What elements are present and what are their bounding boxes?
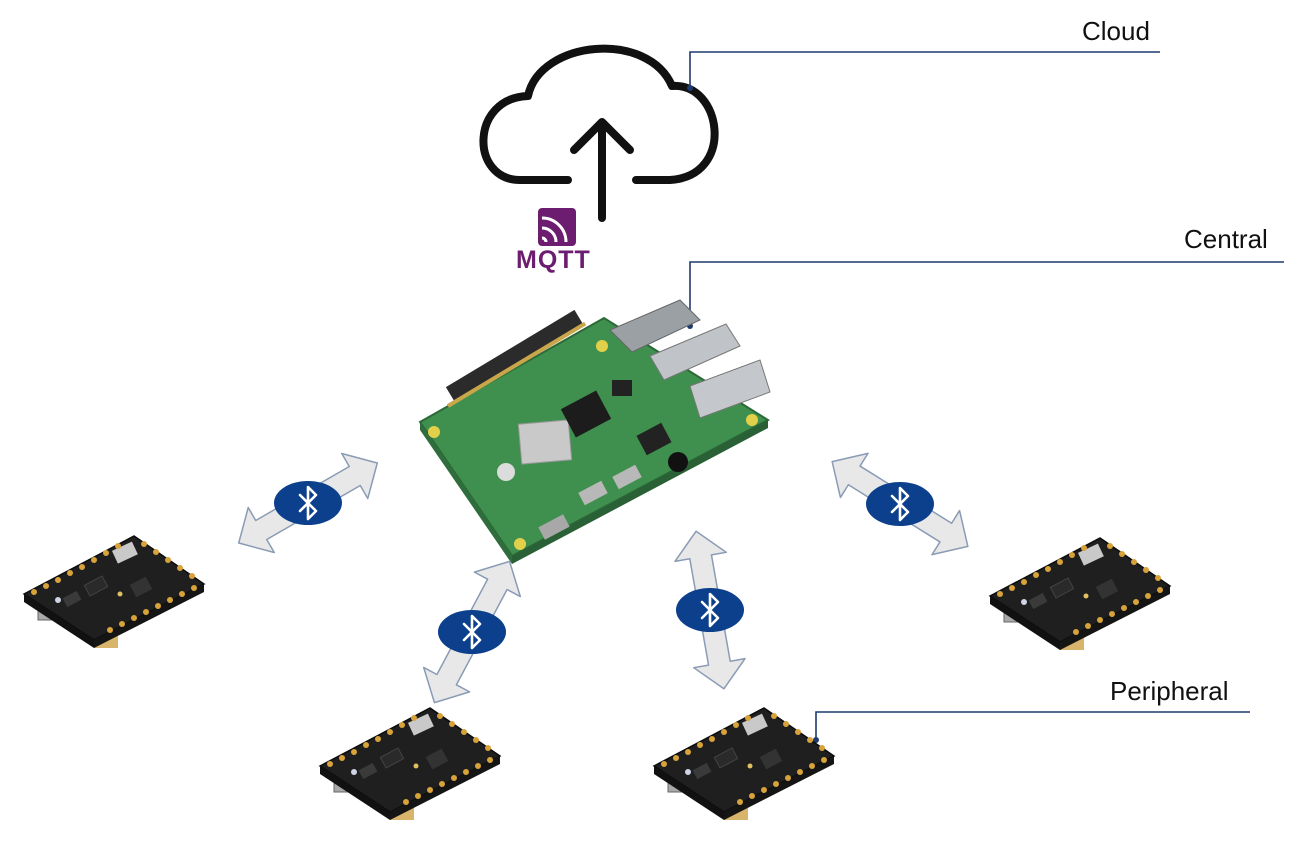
cloud-label: Cloud bbox=[1082, 16, 1150, 46]
mqtt-logo-icon bbox=[538, 208, 576, 246]
central-label: Central bbox=[1184, 224, 1268, 254]
peripheral-label: Peripheral bbox=[1110, 676, 1229, 706]
cloud-upload-icon bbox=[479, 44, 719, 222]
microcontroller-board-icon bbox=[989, 537, 1171, 651]
bluetooth-icon bbox=[674, 586, 746, 634]
bluetooth-link-left bbox=[224, 439, 392, 567]
microcontroller-board-icon bbox=[653, 707, 835, 821]
microcontroller-board-icon bbox=[319, 707, 501, 821]
central-callout-line bbox=[687, 261, 1284, 329]
microcontroller-board-icon bbox=[23, 535, 205, 649]
bluetooth-icon bbox=[436, 608, 508, 656]
raspberry-pi-board-icon bbox=[418, 299, 771, 564]
bluetooth-icon bbox=[272, 479, 344, 527]
bluetooth-link-right bbox=[817, 438, 983, 570]
bluetooth-link-center-right bbox=[669, 525, 751, 695]
peripheral-callout-line bbox=[813, 711, 1250, 743]
cloud-callout-line bbox=[687, 51, 1160, 91]
mqtt-label: MQTT bbox=[516, 246, 591, 274]
bluetooth-icon bbox=[864, 480, 936, 528]
bluetooth-link-center-left bbox=[410, 548, 534, 716]
